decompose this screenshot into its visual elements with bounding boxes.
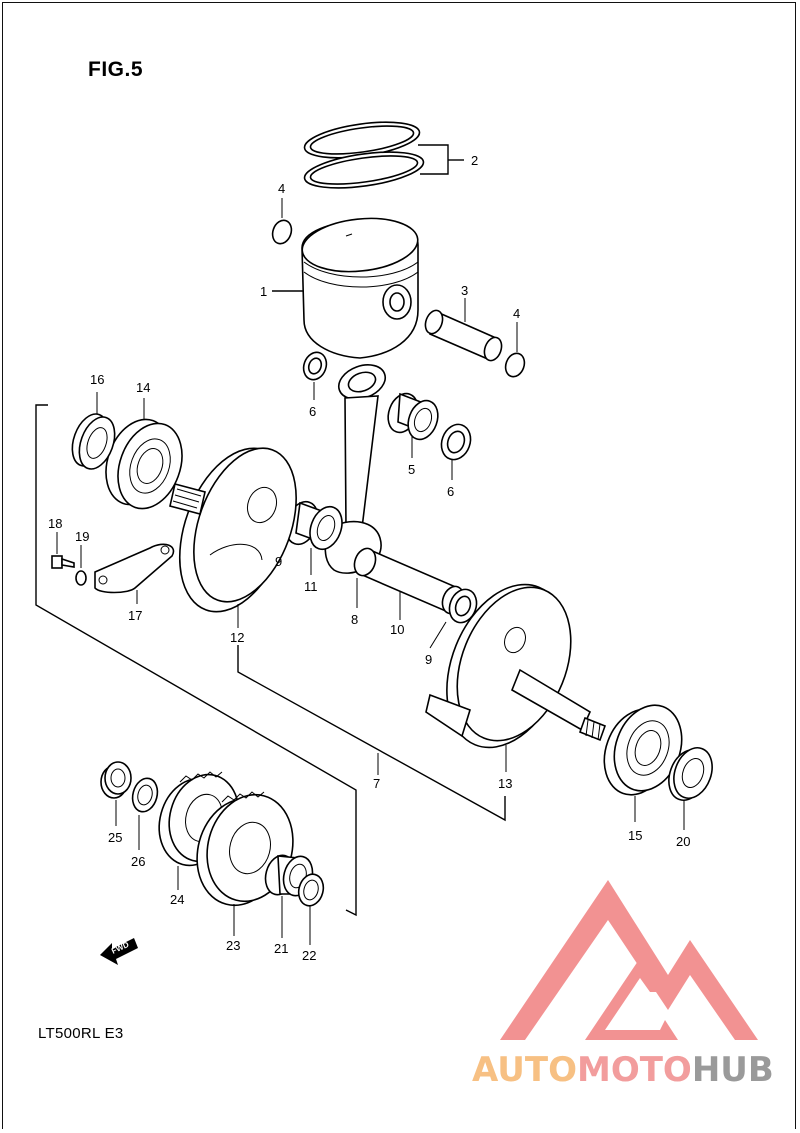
gear-bushing[interactable]	[261, 852, 316, 938]
callout-8: 8	[351, 612, 358, 627]
callout-14: 14	[136, 380, 150, 395]
callout-17: 17	[128, 608, 142, 623]
gear-washer[interactable]	[129, 775, 161, 850]
piston[interactable]	[272, 213, 420, 359]
callout-3: 3	[461, 283, 468, 298]
callout-2: 2	[471, 153, 478, 168]
piston-pin[interactable]	[422, 298, 504, 363]
small-end-bearing[interactable]	[383, 389, 443, 458]
watermark-moto: MOTO	[576, 1050, 692, 1090]
crank-bearing-right[interactable]	[593, 696, 693, 822]
callout-19: 19	[75, 529, 89, 544]
watermark-brand: AUTOMOTOHUB	[472, 1050, 774, 1090]
callout-9-right: 9	[425, 652, 432, 667]
watermark-logo-icon	[500, 880, 758, 1040]
forward-direction-arrow: FWD	[100, 938, 138, 965]
bearing-retainer-plate[interactable]	[94, 543, 175, 604]
callout-15: 15	[628, 828, 642, 843]
callout-7: 7	[373, 776, 380, 791]
figure-title: FIG.5	[88, 58, 144, 81]
crank-right-half[interactable]	[424, 567, 607, 772]
callout-21: 21	[274, 941, 288, 956]
callout-6-right: 6	[447, 484, 454, 499]
crankshaft-assembly-bracket	[35, 404, 506, 917]
watermark-auto: AUTO	[472, 1050, 577, 1090]
callout-23: 23	[226, 938, 240, 953]
thrust-washer-top[interactable]	[300, 349, 330, 400]
callout-25: 25	[108, 830, 122, 845]
callout-26: 26	[131, 854, 145, 869]
retainer-screw[interactable]	[51, 532, 75, 569]
callout-13: 13	[498, 776, 512, 791]
crank-washer-right[interactable]	[429, 586, 481, 649]
watermark-hub: HUB	[691, 1050, 774, 1090]
callout-24: 24	[170, 892, 184, 907]
callout-20: 20	[676, 834, 690, 849]
piston-rings[interactable]	[302, 116, 464, 194]
oil-seal-left[interactable]	[66, 392, 122, 474]
callout-1: 1	[260, 284, 267, 299]
callout-6-top: 6	[309, 404, 316, 419]
callout-12: 12	[230, 630, 244, 645]
gear-retaining-washer[interactable]	[295, 871, 326, 945]
oil-seal-right[interactable]	[662, 742, 719, 830]
callout-4-left: 4	[278, 181, 285, 196]
piston-pin-circlip[interactable]	[269, 198, 527, 379]
spacer-nut[interactable]	[100, 761, 132, 826]
callout-9-left: 9	[275, 554, 282, 569]
retainer-washer[interactable]	[75, 545, 87, 586]
callout-10: 10	[390, 622, 404, 637]
callout-labels: 2 4 1 3 4 16 14 6 5 6 18 19 9 11 17 8 10…	[48, 153, 690, 963]
model-code: LT500RL E3	[38, 1025, 124, 1042]
callout-16: 16	[90, 372, 104, 387]
callout-22: 22	[302, 948, 316, 963]
callout-5: 5	[408, 462, 415, 477]
callout-11: 11	[304, 579, 318, 594]
thrust-washer-right[interactable]	[437, 420, 476, 480]
crank-left-half[interactable]	[159, 433, 316, 628]
callout-4-right: 4	[513, 306, 520, 321]
callout-18: 18	[48, 516, 62, 531]
